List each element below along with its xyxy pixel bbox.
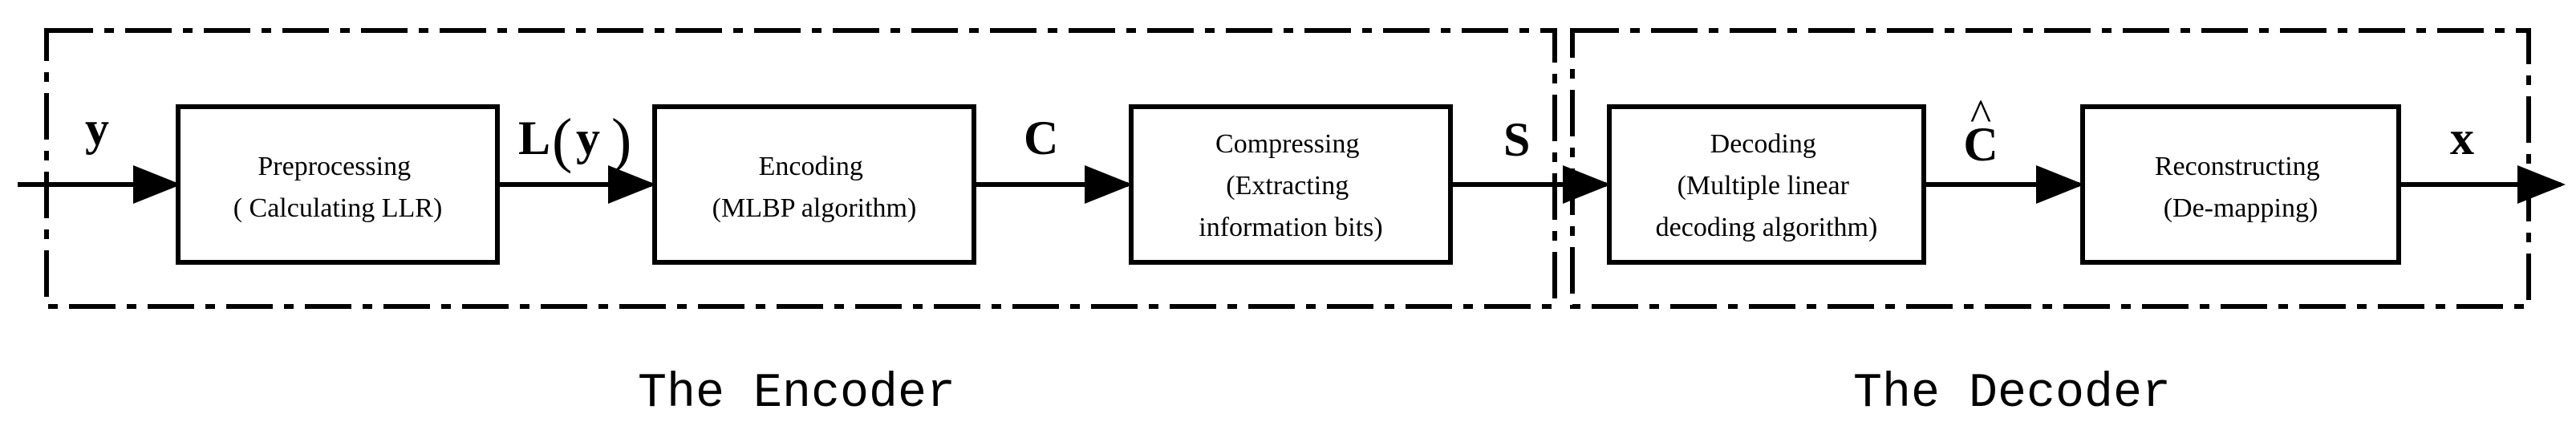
svg-text:Encoding (MLBP algorithm): Encoding (MLBP algorithm) <box>712 152 917 223</box>
compressing-block <box>1129 104 1453 265</box>
signal-input-label: y <box>85 102 109 155</box>
compressing-subtitle-1: (Extracting <box>1226 171 1349 201</box>
decoding-subtitle-2: decoding algorithm) <box>1656 213 1878 242</box>
decoding-title: Decoding <box>1710 129 1816 159</box>
decoder-group-caption: The Decoder <box>1853 367 2171 421</box>
encoding-title: Encoding <box>759 152 863 181</box>
signal-llr-y: y <box>576 112 600 164</box>
svg-text:Preprocessing ( Calculatin: Preprocessing ( Calculating LLR) <box>233 152 443 223</box>
reconstructing-block <box>2080 104 2401 265</box>
svg-text:Compressing (Extracting: Compressing (Extracting information bits… <box>1199 129 1382 242</box>
reconstructing-title: Reconstructing <box>2155 152 2320 181</box>
signal-estimate-C: C <box>1963 118 1998 171</box>
encoder-group-caption: The Encoder <box>638 367 955 421</box>
compressing-subtitle-2: information bits) <box>1199 213 1382 242</box>
svg-text:Reconstructing (De-mapping: Reconstructing (De-mapping) <box>2155 152 2327 223</box>
preprocessing-block <box>176 104 500 265</box>
svg-text:Decoding (Multiple linear: Decoding (Multiple linear decoding algor… <box>1656 129 1878 242</box>
reconstructing-subtitle: (De-mapping) <box>2164 193 2318 223</box>
signal-llr-rparen: ) <box>611 107 631 174</box>
encoding-subtitle: (MLBP algorithm) <box>712 193 917 223</box>
preprocessing-subtitle: ( Calculating LLR) <box>233 193 443 223</box>
decoding-subtitle-1: (Multiple linear <box>1677 171 1850 201</box>
signal-llr-label: L ( y ) <box>518 107 631 174</box>
signal-llr-lparen: ( <box>552 107 572 174</box>
encoding-block <box>652 104 976 265</box>
compressing-title: Compressing <box>1215 129 1359 159</box>
signal-estimate-label: ^ C <box>1963 91 1998 171</box>
preprocessing-title: Preprocessing <box>258 152 411 181</box>
signal-llr-L: L <box>518 112 550 164</box>
encoder-group-boundary <box>44 28 1557 309</box>
signal-estimate-hat: ^ <box>1970 91 1991 140</box>
signal-output-label: x <box>2450 112 2474 164</box>
signal-compressed-label: S <box>1503 113 1530 166</box>
signal-codeword-label: C <box>1024 112 1058 164</box>
decoding-block <box>1607 104 1926 265</box>
